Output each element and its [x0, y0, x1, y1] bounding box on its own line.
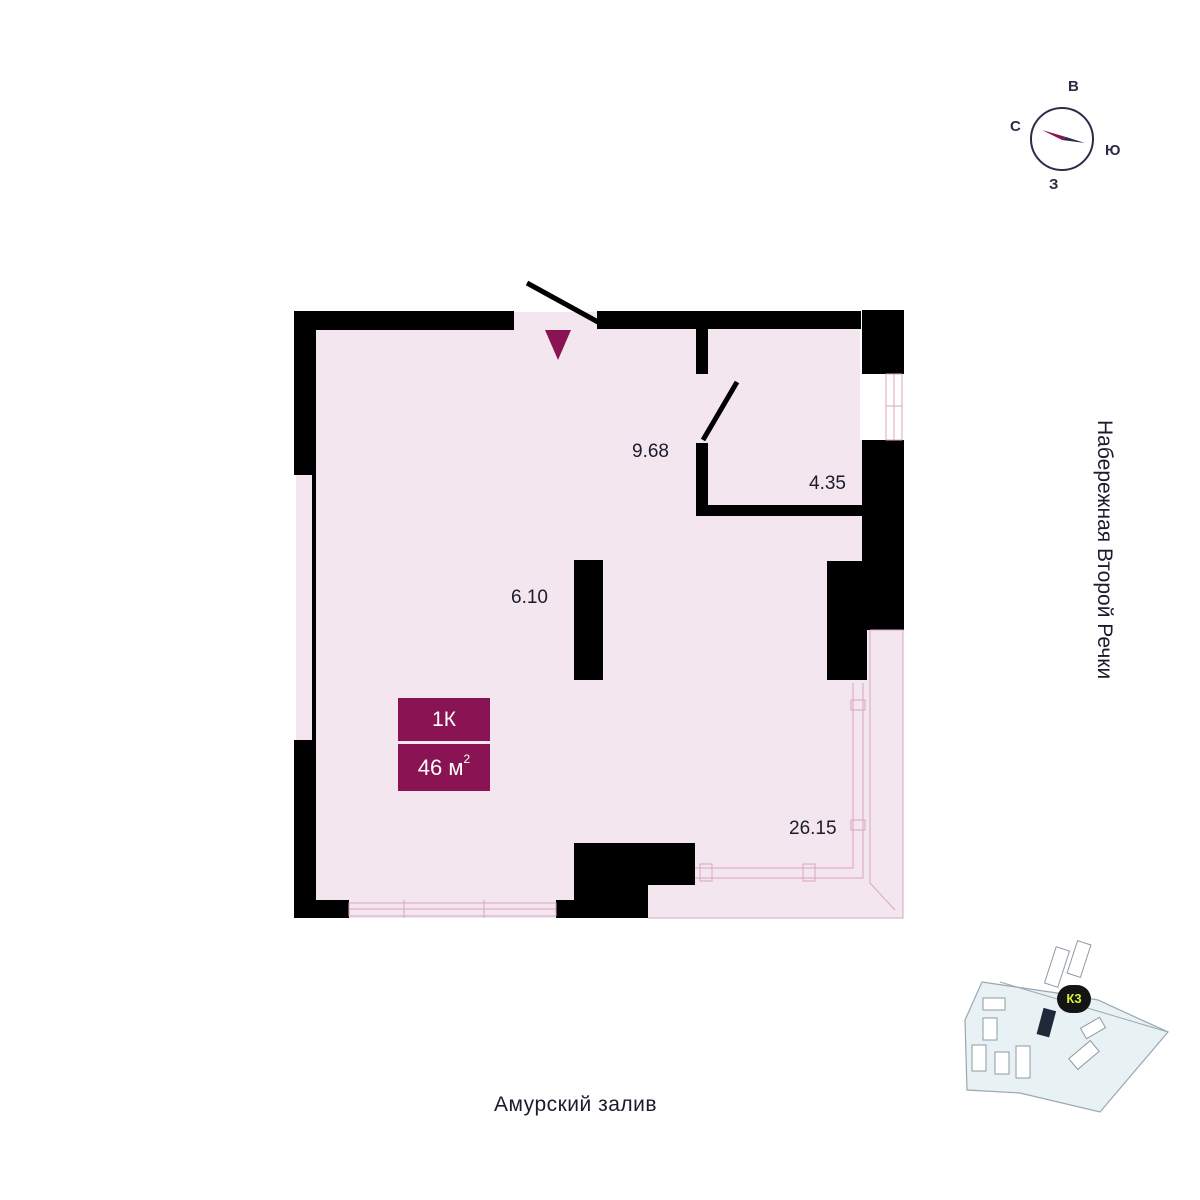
apartment-type-badge: 1К	[398, 698, 490, 741]
right-windows-upper	[885, 373, 903, 441]
compass-label-north: С	[1010, 118, 1021, 135]
apartment-area-unit: 2	[463, 752, 471, 766]
wall-top-left	[294, 311, 514, 330]
site-buildings	[971, 940, 1107, 1079]
bottom-column	[556, 843, 695, 918]
wall-top-right	[597, 311, 861, 329]
loggia-frame	[648, 629, 904, 919]
compass	[1030, 107, 1094, 171]
compass-ring	[1030, 107, 1094, 171]
building-tag: К3	[1057, 985, 1091, 1013]
hall-area-label: 9.68	[632, 441, 669, 462]
bathroom-door-leaf[interactable]	[700, 380, 740, 442]
entrance-marker	[545, 330, 571, 360]
compass-label-west: З	[1049, 176, 1059, 193]
kitchen-area-label: 6.10	[511, 587, 548, 608]
bay-label: Амурский залив	[494, 1093, 658, 1116]
wall-left-thin	[312, 475, 316, 740]
site-highlighted-building	[1036, 1007, 1057, 1038]
compass-label-south: Ю	[1105, 142, 1121, 159]
wall-right-pillar	[827, 561, 867, 680]
wall-left-lower	[294, 740, 316, 918]
bathroom-wall-bottom	[696, 505, 864, 516]
street-label: Набережная Второй Речки	[1093, 420, 1116, 680]
bathroom-wall-top	[696, 329, 708, 374]
wall-right-segment	[862, 440, 904, 630]
corner-column	[862, 310, 904, 374]
site-mini-map	[964, 940, 1169, 1113]
bathroom-wall-side	[696, 443, 708, 515]
apartment-area-badge: 46 м2	[398, 744, 490, 791]
wall-bottom-left	[294, 900, 349, 918]
compass-needle-south	[1062, 137, 1085, 143]
bathroom-area-label: 4.35	[809, 473, 846, 494]
entrance-door-leaf[interactable]	[525, 280, 600, 325]
living-area-label: 26.15	[789, 818, 837, 839]
kitchen-partition	[574, 560, 603, 680]
apartment-area-value: 46 м	[417, 755, 464, 780]
compass-needle-north	[1042, 130, 1066, 140]
bottom-windows	[348, 900, 557, 918]
compass-label-east: В	[1068, 78, 1079, 95]
wall-left-upper	[294, 311, 316, 475]
